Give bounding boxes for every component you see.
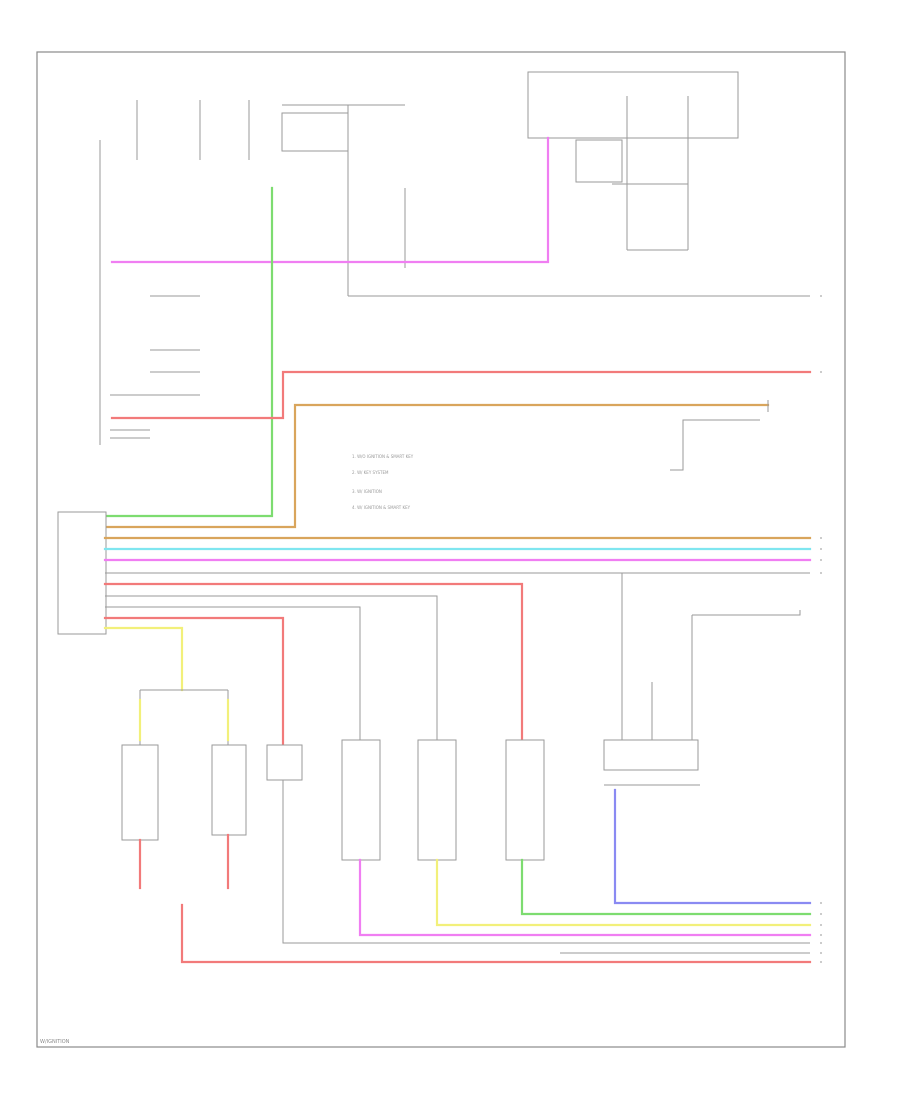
wire-red-mid (103, 582, 524, 747)
wire-yellow-drop (103, 626, 184, 692)
wire-gray-bottom (282, 780, 810, 944)
wire-blue-bottom (613, 788, 812, 905)
left-sensor-2 (211, 744, 247, 836)
sensor-unit-right (603, 739, 699, 771)
upper-right-bracket (670, 400, 769, 471)
sensor-split (139, 689, 229, 745)
top-right-relay-box (527, 71, 739, 139)
left-sensor-1 (121, 744, 159, 841)
wire-red-upper (110, 370, 812, 420)
wire-red-bottom-long (180, 903, 812, 964)
wire-green-bottom (520, 858, 812, 916)
wire-green-vertical (103, 186, 274, 518)
relay-module (575, 139, 623, 183)
top-switch-box (281, 112, 349, 152)
footer-label: W/IGNITION (40, 1039, 70, 1045)
wire-orange-upper (103, 403, 770, 529)
wire-gray-mid (105, 606, 361, 745)
relay-unit-1 (266, 744, 303, 781)
legend-item-1: 1. W/O IGNITION & SMART KEY (352, 454, 414, 459)
sensor-unit-4 (505, 739, 545, 861)
wire-yellow-bottom (435, 858, 812, 927)
legend-item-3: 3. W/ IGNITION (352, 489, 382, 494)
wire-pink-top (110, 136, 550, 264)
right-sensor-top-bracket (692, 610, 801, 616)
wire-red-short (103, 616, 285, 747)
diagram-frame (36, 51, 846, 1048)
sensor-unit-3 (417, 739, 457, 861)
wire-pink-bottom (358, 858, 812, 937)
legend-item-4: 4. W/ IGNITION & SMART KEY (352, 505, 411, 510)
sensor-unit-2 (341, 739, 381, 861)
legend-item-2: 2. W/ KEY SYSTEM (352, 470, 389, 475)
wire-black-mid (105, 595, 438, 745)
right-edge-pin-marks (820, 295, 822, 963)
lower-left-connector (57, 511, 107, 635)
